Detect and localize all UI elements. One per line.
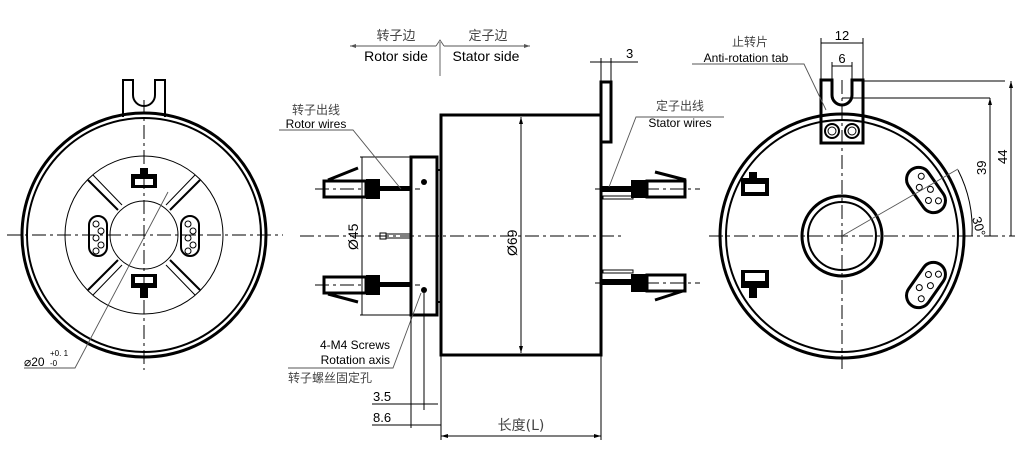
height-slot-dim: 39 bbox=[974, 161, 989, 175]
bore-tol-upper: +0. 1 bbox=[50, 349, 69, 358]
bore-dimension: ⌀20 bbox=[24, 355, 45, 369]
screws-leader bbox=[288, 292, 422, 369]
length-label: 长度(L) bbox=[498, 418, 545, 434]
bore-inner bbox=[807, 201, 877, 271]
connector-icon bbox=[741, 270, 769, 298]
stator-wire-connector-top bbox=[595, 170, 700, 200]
rotor-wires-cn: 转子出线 bbox=[292, 102, 340, 117]
anti-rotation-tab-side bbox=[599, 80, 613, 144]
main-body bbox=[439, 113, 603, 357]
stator-wire-leader bbox=[608, 116, 724, 188]
stator-wires-cn: 定子出线 bbox=[656, 98, 704, 113]
rotor-wires-label: Rotor wires bbox=[286, 117, 347, 131]
side-view: 转子边 Rotor side 定子边 Stator side bbox=[279, 29, 724, 440]
angle-dim: 30° bbox=[969, 215, 989, 238]
connector-icon bbox=[741, 172, 769, 196]
offset-small-dim: 3.5 bbox=[373, 389, 391, 404]
screw-hole bbox=[421, 287, 427, 293]
rotor-end-view: ⌀20 +0. 1 -0 bbox=[7, 79, 283, 370]
rotor-wire-connector-top bbox=[315, 166, 420, 199]
slot-width-dim: 6 bbox=[838, 51, 845, 66]
stator-side-label: Stator side bbox=[453, 48, 520, 64]
angle-line bbox=[841, 168, 959, 237]
stator-wires-label: Stator wires bbox=[648, 116, 711, 130]
offset-large-dim: 8.6 bbox=[373, 410, 391, 425]
anti-rotation-tab-right bbox=[819, 78, 865, 145]
flange-diameter: Ø45 bbox=[345, 223, 361, 250]
anti-rotation-leader bbox=[692, 63, 827, 111]
rotor-wire-connector-bottom bbox=[315, 275, 420, 304]
screw-hole bbox=[421, 179, 427, 185]
rotor-side-cn: 转子边 bbox=[376, 29, 415, 44]
stator-side-cn: 定子边 bbox=[468, 29, 507, 44]
screws-cn-label: 转子螺丝固定孔 bbox=[288, 370, 372, 385]
bore-tol-lower: -0 bbox=[50, 359, 58, 368]
stator-wire-connector-bottom bbox=[595, 269, 700, 302]
screws-label: 4-M4 Screws bbox=[320, 338, 390, 352]
tab-thickness-dim: 3 bbox=[626, 46, 633, 61]
anti-rotation-label: Anti-rotation tab bbox=[704, 51, 789, 65]
anti-rotation-cn: 止转片 bbox=[732, 34, 768, 49]
pin-slot-lower bbox=[905, 260, 947, 310]
body-diameter: Ø69 bbox=[504, 229, 520, 256]
stator-end-view: 30° 39 44 12 6 止转片 Anti-rotation tab bbox=[692, 28, 1015, 370]
tab-width-dim: 12 bbox=[835, 28, 849, 43]
outer-ring-inner bbox=[725, 119, 959, 353]
rotation-axis-label: Rotation axis bbox=[321, 353, 390, 367]
rotor-wire-leader bbox=[279, 129, 402, 190]
rotor-side-label: Rotor side bbox=[364, 48, 428, 64]
diagonal-ribs bbox=[87, 174, 201, 296]
angle-arc bbox=[957, 169, 973, 237]
pin-slot-upper bbox=[905, 165, 947, 215]
pin-slot-left bbox=[88, 215, 108, 257]
bore-leader bbox=[24, 191, 169, 369]
pin-slot-right bbox=[180, 215, 200, 257]
height-tab-dim: 44 bbox=[995, 150, 1010, 164]
